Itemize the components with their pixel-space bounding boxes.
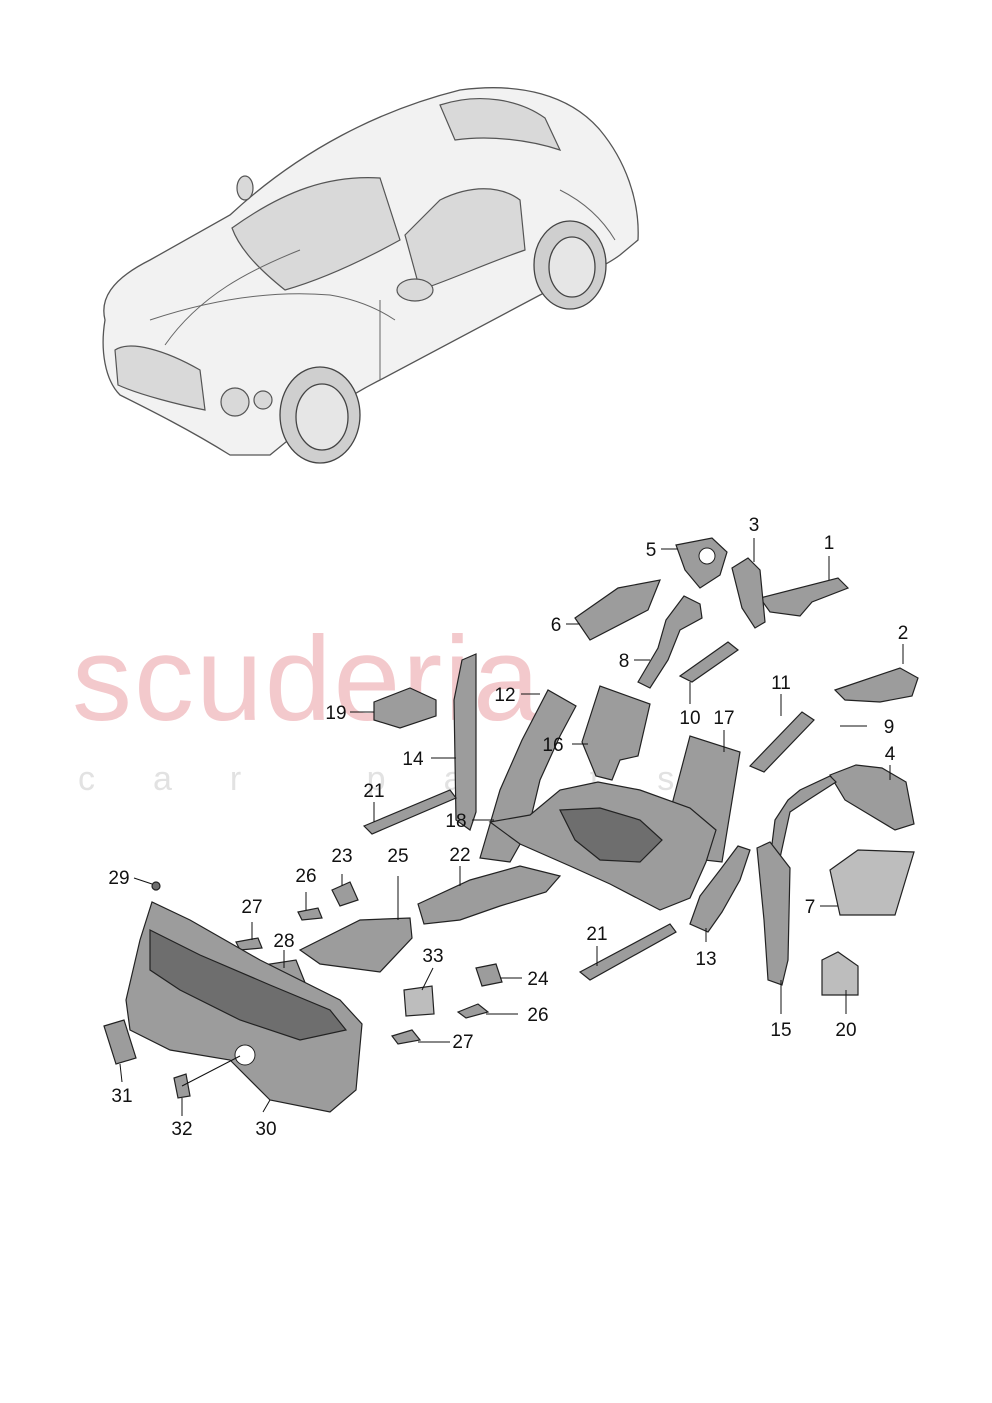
callout-29[interactable]: 29 [108,868,129,889]
callouts: 1 2 3 4 5 6 7 8 9 10 11 12 13 14 15 16 1… [108,515,908,1140]
parts [103,537,919,1113]
part-11 [748,711,815,773]
part-8 [637,595,703,689]
callout-9[interactable]: 9 [884,717,895,738]
headlight-right [253,390,273,410]
callout-6[interactable]: 6 [551,615,562,636]
callout-15[interactable]: 15 [770,1020,791,1041]
callout-16[interactable]: 16 [542,735,563,756]
callout-19[interactable]: 19 [325,703,346,724]
part-21-lower [578,923,677,981]
callout-4[interactable]: 4 [885,744,896,765]
part-22 [417,865,562,925]
callout-22[interactable]: 22 [449,845,470,866]
part-10 [678,641,740,683]
callout-13[interactable]: 13 [695,949,716,970]
side-mirror [396,278,434,302]
callout-25[interactable]: 25 [387,846,408,867]
part-16 [581,685,651,781]
part-29 [151,881,161,891]
callout-1[interactable]: 1 [824,533,835,554]
callout-18[interactable]: 18 [445,811,466,832]
callout-11[interactable]: 11 [771,673,791,694]
callout-12[interactable]: 12 [494,685,515,706]
part-25 [298,917,413,973]
part-1 [759,577,850,617]
part-13 [689,845,751,933]
part-19 [373,687,437,729]
callout-28[interactable]: 28 [273,931,294,952]
part-31 [103,1019,137,1065]
part-14 [453,653,477,831]
callout-26-lower[interactable]: 26 [527,1005,548,1026]
part-21-upper [362,789,457,835]
callout-32[interactable]: 32 [171,1119,192,1140]
callout-24[interactable]: 24 [527,969,549,990]
callout-21-lower[interactable]: 21 [586,924,607,945]
callout-23[interactable]: 23 [331,846,352,867]
callout-20[interactable]: 20 [835,1020,856,1041]
callout-2[interactable]: 2 [898,623,909,644]
part-3 [731,557,766,629]
part-7 [829,849,915,916]
part-9 [769,775,837,861]
callout-17[interactable]: 17 [713,708,734,729]
callout-5[interactable]: 5 [646,540,657,561]
callout-3[interactable]: 3 [749,515,760,536]
headlight-left [220,387,250,417]
callout-31[interactable]: 31 [111,1086,132,1107]
part-5 [675,537,728,589]
callout-33[interactable]: 33 [422,946,443,967]
part-2 [833,667,919,703]
part-24 [475,963,503,987]
callout-21-upper[interactable]: 21 [363,781,384,802]
part-26-lower [456,1003,490,1019]
part-23 [331,881,359,907]
callout-7[interactable]: 7 [805,897,816,918]
callout-8[interactable]: 8 [619,651,630,672]
callout-26-upper[interactable]: 26 [295,866,316,887]
callout-10[interactable]: 10 [679,708,700,729]
part-6 [574,579,661,641]
leader-lines [119,538,904,1116]
part-27-lower [391,1029,422,1045]
part-33 [403,985,435,1017]
callout-27-lower[interactable]: 27 [452,1032,473,1053]
part-4 [829,764,915,831]
callout-30[interactable]: 30 [255,1119,276,1140]
car-illustration [102,87,639,464]
callout-27-upper[interactable]: 27 [241,897,262,918]
callout-14[interactable]: 14 [402,749,424,770]
side-mirror-far [236,175,254,201]
part-26-upper [297,907,323,921]
car-grille [114,345,206,411]
part-15 [756,841,791,986]
part-20 [821,951,859,996]
